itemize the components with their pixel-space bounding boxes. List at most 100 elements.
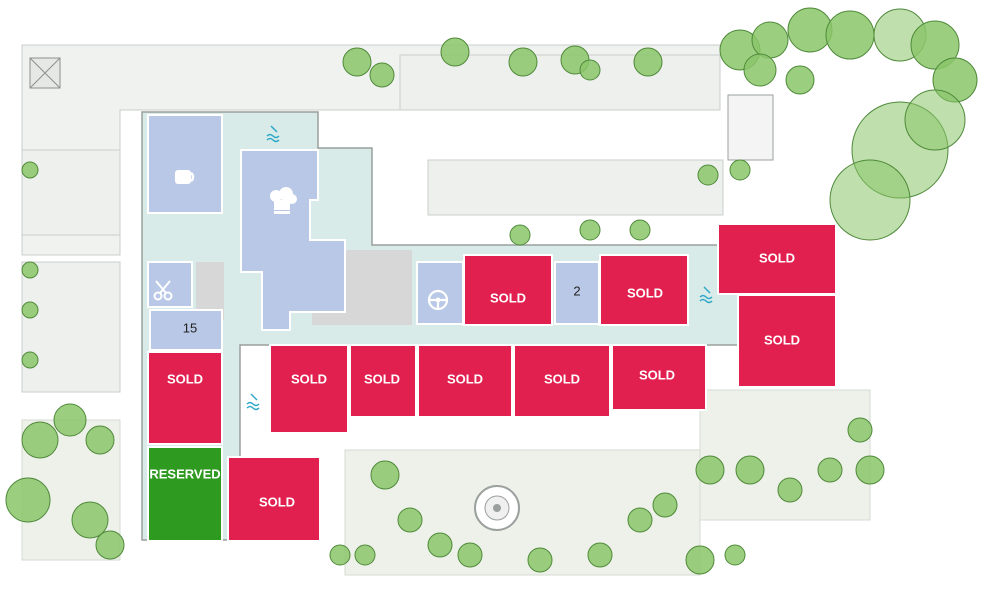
sold-unit[interactable]: SOLD bbox=[269, 344, 349, 434]
unit-status-label: SOLD bbox=[291, 371, 327, 386]
tree-icon bbox=[21, 261, 39, 279]
scissors-icon bbox=[153, 280, 173, 301]
unit-shape[interactable] bbox=[737, 294, 837, 388]
unit-status-label: SOLD bbox=[759, 250, 795, 265]
parking-lot-middle bbox=[427, 159, 724, 216]
salon-room bbox=[147, 261, 193, 308]
unit-number-label: 15 bbox=[183, 320, 197, 335]
unit-shape[interactable] bbox=[349, 344, 417, 418]
tree-icon bbox=[817, 457, 843, 483]
unit-number-label: 2 bbox=[573, 283, 580, 298]
tree-icon bbox=[825, 10, 875, 60]
sold-unit[interactable]: SOLD bbox=[611, 344, 707, 411]
unit-shape[interactable] bbox=[611, 344, 707, 411]
tree-icon bbox=[21, 421, 59, 459]
parking-lot-left-bottom bbox=[21, 261, 121, 393]
tree-icon bbox=[777, 477, 803, 503]
cafe-room bbox=[147, 114, 223, 214]
unit-shape[interactable] bbox=[149, 309, 223, 351]
unit-shape[interactable] bbox=[269, 344, 349, 434]
tree-icon bbox=[855, 455, 885, 485]
tree-icon bbox=[354, 544, 376, 566]
tree-icon bbox=[685, 545, 715, 575]
tree-icon bbox=[847, 417, 873, 443]
tree-icon bbox=[53, 403, 87, 437]
tree-icon bbox=[785, 65, 815, 95]
available-unit[interactable]: 2 bbox=[554, 261, 600, 325]
tree-icon bbox=[85, 425, 115, 455]
unit-status-label: SOLD bbox=[544, 371, 580, 386]
sold-unit[interactable]: SOLD bbox=[599, 254, 689, 326]
unit-shape[interactable] bbox=[554, 261, 600, 325]
tree-icon bbox=[508, 47, 538, 77]
tree-icon bbox=[369, 62, 395, 88]
unit-status-label: SOLD bbox=[447, 371, 483, 386]
available-unit[interactable]: 15 bbox=[149, 309, 223, 351]
tree-icon bbox=[71, 501, 109, 539]
tree-icon bbox=[329, 544, 351, 566]
tree-icon bbox=[904, 89, 966, 151]
unit-shape[interactable] bbox=[147, 351, 223, 445]
tree-icon bbox=[627, 507, 653, 533]
sold-unit[interactable]: SOLD bbox=[227, 456, 321, 542]
tree-icon bbox=[910, 20, 960, 70]
tree-icon bbox=[652, 492, 678, 518]
unit-shape[interactable] bbox=[599, 254, 689, 326]
units-layer: SOLD SOLD SOLD SOLD SOLD SOLD SOLD SOLD SOLD SOLD… bbox=[147, 223, 837, 542]
tree-icon bbox=[743, 53, 777, 87]
tree-icon bbox=[457, 542, 483, 568]
sold-unit[interactable]: SOLD bbox=[417, 344, 513, 418]
tree-icon bbox=[697, 164, 719, 186]
pool-icon bbox=[266, 125, 280, 143]
tree-icon bbox=[587, 542, 613, 568]
tree-icon bbox=[695, 455, 725, 485]
unit-shape[interactable] bbox=[417, 344, 513, 418]
unit-status-label: SOLD bbox=[364, 371, 400, 386]
tree-icon bbox=[629, 219, 651, 241]
amenity-spaces bbox=[147, 114, 464, 331]
unit-status-label: SOLD bbox=[259, 494, 295, 509]
steering-wheel-icon bbox=[427, 289, 449, 311]
unit-status-label: SOLD bbox=[764, 332, 800, 347]
parking-lot-left-top bbox=[21, 149, 121, 236]
trees-layer bbox=[5, 7, 978, 575]
unit-status-label: RESERVED bbox=[149, 466, 220, 481]
tree-icon bbox=[342, 47, 372, 77]
garage-room bbox=[416, 261, 464, 325]
tree-icon bbox=[579, 59, 601, 81]
sold-unit[interactable]: SOLD bbox=[717, 223, 837, 295]
pool-icon bbox=[246, 393, 260, 411]
chef-hat-icon bbox=[270, 187, 297, 214]
tree-icon bbox=[724, 544, 746, 566]
numbered-units-layer: 2 15 bbox=[149, 261, 600, 351]
tree-icon bbox=[427, 532, 453, 558]
tree-icon bbox=[21, 161, 39, 179]
coffee-cup-icon bbox=[175, 170, 195, 184]
tree-icon bbox=[440, 37, 470, 67]
unit-status-label: SOLD bbox=[639, 367, 675, 382]
tree-icon bbox=[527, 547, 553, 573]
tree-icon bbox=[5, 477, 51, 523]
sold-unit[interactable]: SOLD bbox=[513, 344, 611, 418]
tree-icon bbox=[729, 159, 751, 181]
reserved-unit[interactable]: RESERVED bbox=[147, 446, 223, 542]
unit-shape[interactable] bbox=[463, 254, 553, 326]
tree-icon bbox=[21, 301, 39, 319]
sold-unit[interactable]: SOLD bbox=[737, 294, 837, 388]
unit-shape[interactable] bbox=[513, 344, 611, 418]
tree-icon bbox=[751, 21, 789, 59]
tree-icon bbox=[509, 224, 531, 246]
unit-shape[interactable] bbox=[147, 446, 223, 542]
sold-unit[interactable]: SOLD bbox=[349, 344, 417, 418]
sold-unit[interactable]: SOLD bbox=[147, 351, 223, 445]
unit-shape[interactable] bbox=[227, 456, 321, 542]
tree-icon bbox=[397, 507, 423, 533]
sold-unit[interactable]: SOLD bbox=[463, 254, 553, 326]
tree-icon bbox=[21, 351, 39, 369]
tree-icon bbox=[735, 455, 765, 485]
tree-icon bbox=[579, 219, 601, 241]
tree-icon bbox=[829, 159, 911, 241]
service-building bbox=[727, 94, 774, 161]
